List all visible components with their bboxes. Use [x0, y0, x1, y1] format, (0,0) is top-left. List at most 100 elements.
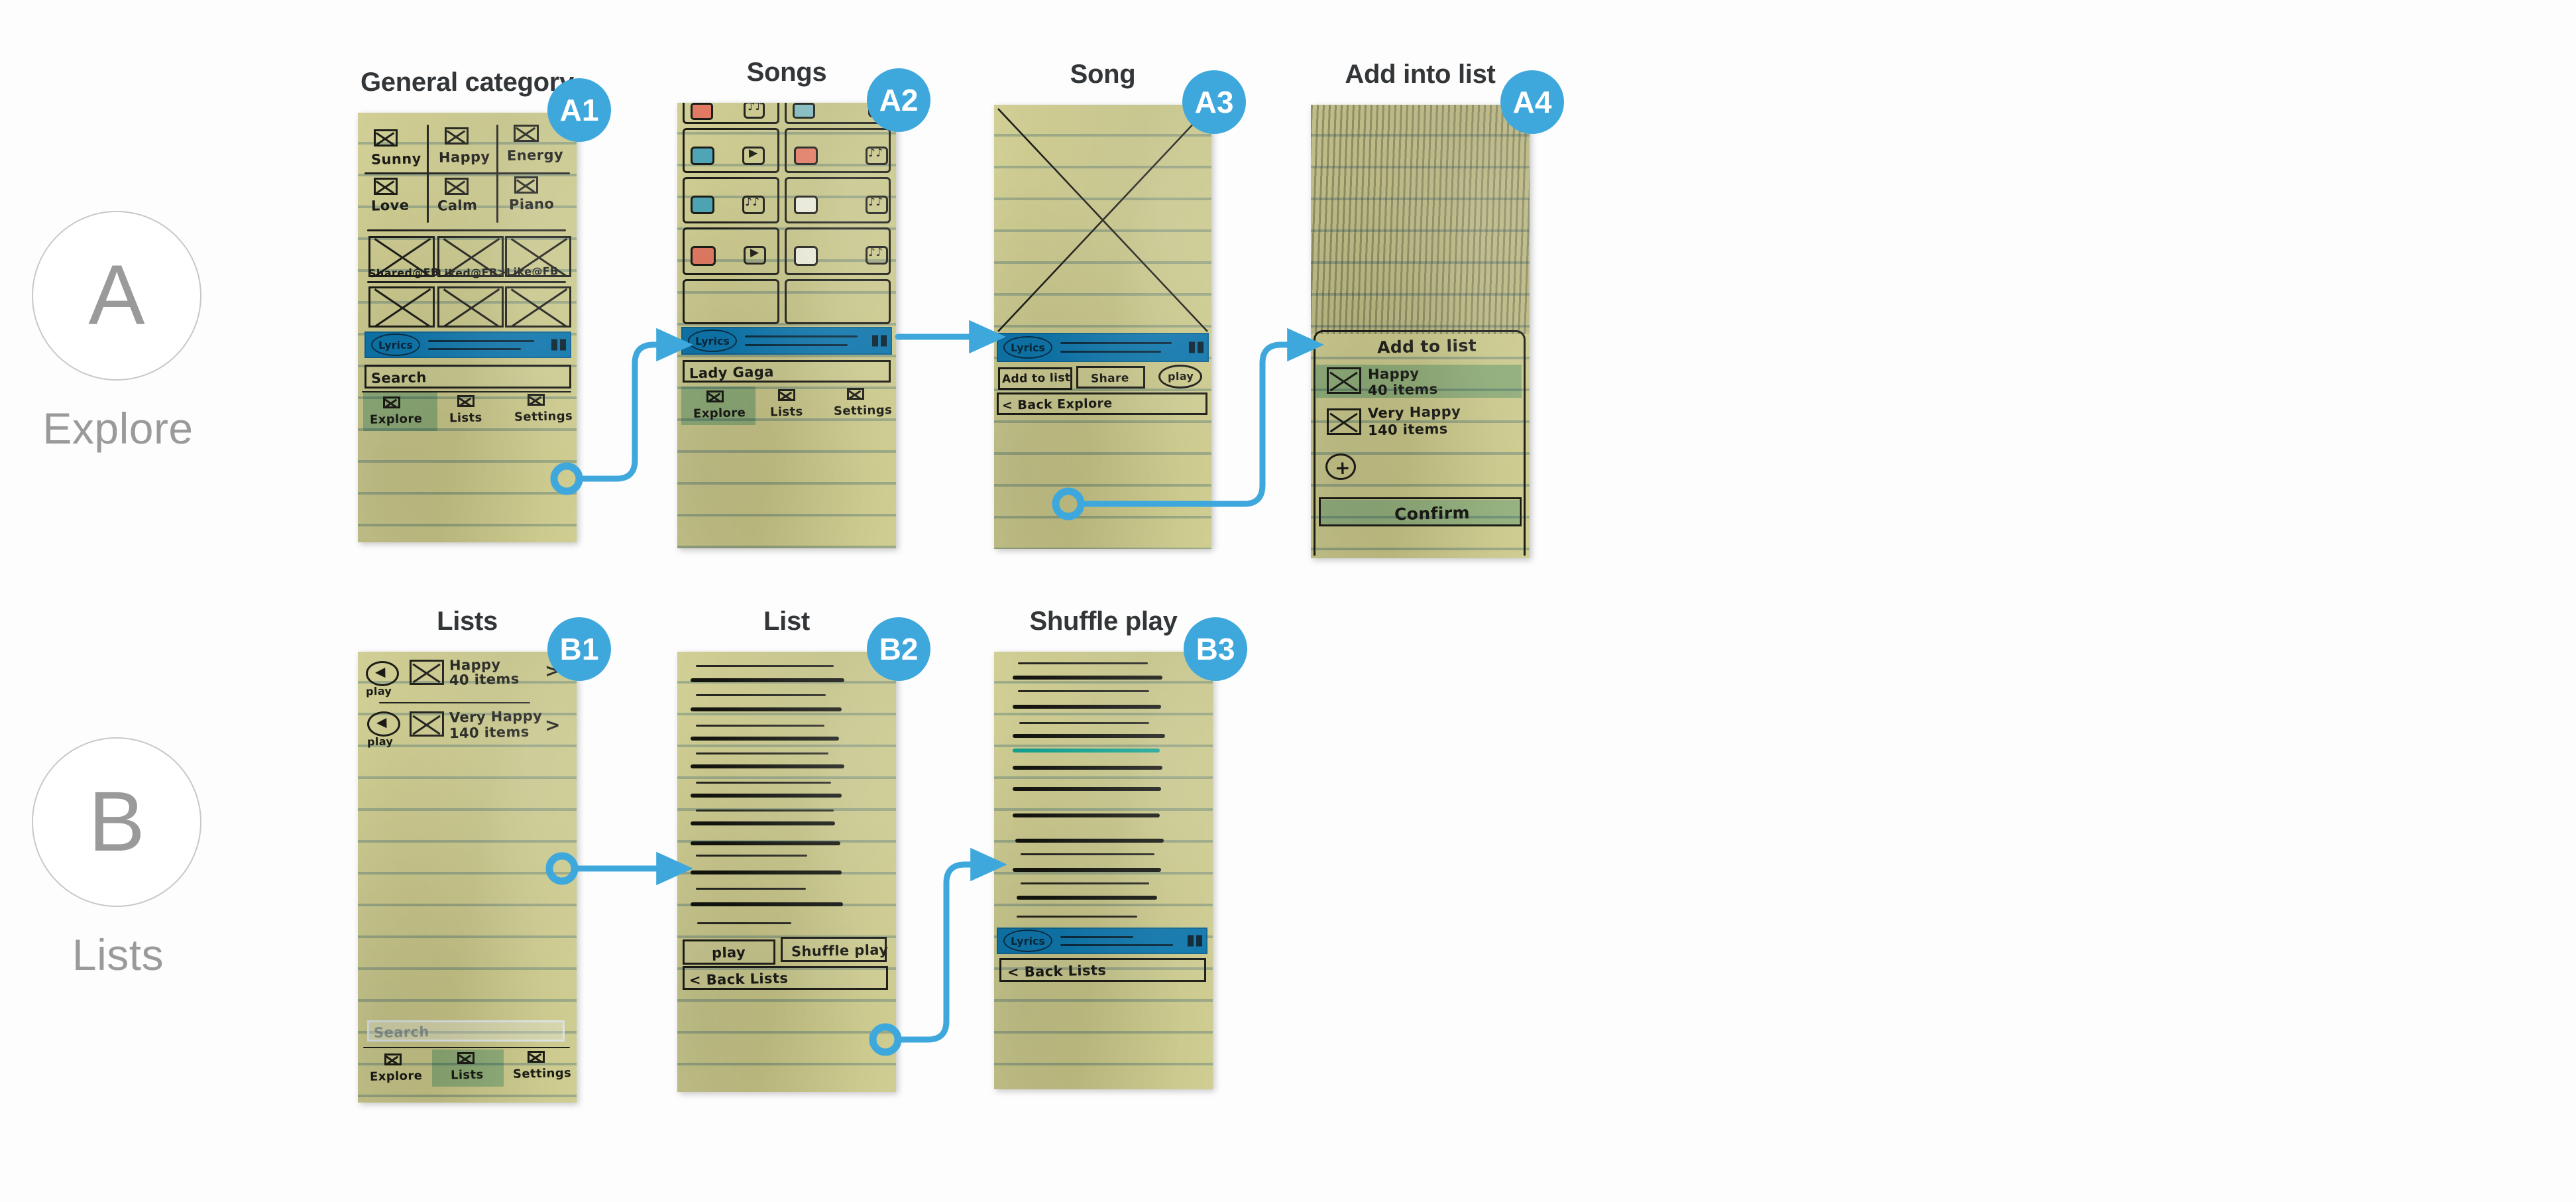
list-name-very-happy[interactable]: Very Happy — [449, 707, 543, 726]
chevron-right-icon-very-happy[interactable]: > — [544, 713, 561, 737]
song-row-10-sub[interactable] — [1017, 916, 1137, 918]
social-tile-shared-fb[interactable] — [368, 236, 435, 277]
song-row-9[interactable] — [1013, 868, 1161, 872]
song-row-1[interactable] — [691, 678, 844, 682]
nav-item-lists[interactable]: Lists — [750, 388, 823, 425]
song-row-6[interactable] — [1013, 787, 1161, 791]
song-row-1[interactable] — [1013, 676, 1162, 680]
song-card-1b[interactable] — [785, 128, 891, 173]
confirm-button[interactable] — [1319, 497, 1522, 526]
nav-item-explore[interactable]: Explore — [358, 1050, 431, 1087]
song-row-6-sub[interactable] — [696, 810, 834, 811]
lyrics-button[interactable]: Lyrics — [688, 330, 737, 352]
category-label-sunny[interactable]: Sunny — [370, 150, 421, 168]
lyrics-button[interactable]: Lyrics — [1003, 930, 1052, 952]
shuffle-play-button[interactable] — [781, 937, 887, 962]
now-playing-bar[interactable]: Lyrics — [364, 331, 571, 358]
social-tile-row2-3[interactable] — [505, 286, 571, 328]
list-option-happy-name[interactable]: Happy — [1367, 365, 1420, 383]
social-tile-like-fb[interactable] — [505, 236, 571, 277]
song-card-2a[interactable] — [683, 177, 779, 223]
song-row-2-sub[interactable] — [1018, 690, 1149, 692]
song-row-1-sub[interactable] — [1018, 662, 1148, 664]
nav-item-lists[interactable]: Lists — [431, 1050, 504, 1087]
category-label-energy[interactable]: Energy — [506, 147, 564, 164]
song-card-4b[interactable] — [785, 279, 891, 324]
now-playing-row-highlight[interactable] — [1013, 749, 1160, 752]
player-controls[interactable] — [551, 339, 566, 351]
song-row-9-sub[interactable] — [697, 922, 791, 924]
category-label-love[interactable]: Love — [370, 197, 410, 214]
lyrics-button[interactable]: Lyrics — [1003, 336, 1052, 359]
song-card-2b[interactable] — [785, 177, 891, 223]
song-row-3-sub[interactable] — [1019, 722, 1149, 724]
play-button-happy[interactable] — [366, 661, 399, 686]
song-row-3-sub[interactable] — [696, 725, 824, 727]
song-card-3b[interactable] — [785, 227, 891, 275]
song-card-1a[interactable] — [683, 128, 779, 173]
pause-icon[interactable] — [551, 339, 557, 351]
song-row-3[interactable] — [1013, 734, 1165, 738]
search-input[interactable] — [367, 1020, 565, 1042]
song-icon-3a[interactable] — [744, 246, 766, 265]
song-row-2[interactable] — [691, 707, 842, 711]
song-icon-1b[interactable] — [866, 147, 888, 165]
social-tile-row2-1[interactable] — [368, 286, 435, 328]
nav-item-settings[interactable]: Settings — [823, 388, 896, 425]
song-row-9-sub[interactable] — [1021, 882, 1149, 884]
player-controls[interactable] — [1189, 341, 1204, 353]
play-button-very-happy[interactable] — [367, 711, 400, 737]
player-controls[interactable] — [872, 335, 887, 347]
bottom-nav[interactable]: Explore Lists Settings — [677, 388, 896, 425]
search-input[interactable] — [364, 365, 571, 389]
song-row-1-sub[interactable] — [696, 665, 834, 667]
nav-item-explore[interactable]: Explore — [358, 394, 431, 431]
bottom-nav[interactable]: Explore Lists Settings — [358, 1050, 577, 1087]
song-icon-1a[interactable] — [742, 147, 765, 165]
next-icon[interactable] — [1196, 935, 1202, 947]
song-row-6[interactable] — [691, 821, 835, 825]
next-icon[interactable] — [560, 339, 566, 351]
song-row-10[interactable] — [1017, 896, 1157, 900]
song-icon-2b[interactable] — [866, 196, 888, 214]
player-controls[interactable] — [1188, 935, 1202, 947]
song-row-4[interactable] — [691, 764, 844, 768]
pause-icon[interactable] — [1188, 935, 1194, 947]
nav-item-explore[interactable]: Explore — [677, 388, 750, 425]
list-option-very-happy-name[interactable]: Very Happy — [1367, 403, 1461, 422]
category-label-calm[interactable]: Calm — [437, 197, 478, 214]
play-button[interactable] — [683, 939, 775, 965]
social-tile-row2-2[interactable] — [437, 286, 504, 328]
modal-scrim[interactable] — [1311, 105, 1530, 334]
song-row-3[interactable] — [691, 737, 839, 741]
song-row-8[interactable] — [1015, 839, 1164, 843]
song-row-8[interactable] — [691, 871, 842, 874]
song-card-0a[interactable] — [683, 103, 779, 124]
song-row-9[interactable] — [691, 902, 843, 906]
nav-item-settings[interactable]: Settings — [504, 1050, 577, 1087]
category-label-happy[interactable]: Happy — [438, 149, 490, 166]
song-icon-0a[interactable] — [744, 103, 765, 119]
song-row-7[interactable] — [691, 841, 840, 845]
song-row-2-sub[interactable] — [696, 694, 826, 696]
nav-item-settings[interactable]: Settings — [504, 394, 577, 431]
now-playing-bar[interactable]: Lyrics — [997, 333, 1209, 362]
song-row-5[interactable] — [691, 794, 842, 798]
add-to-list-button[interactable] — [998, 367, 1072, 390]
now-playing-bar[interactable]: Lyrics — [681, 327, 892, 355]
song-icon-3b[interactable] — [866, 246, 888, 265]
song-row-5[interactable] — [1013, 766, 1162, 770]
search-input[interactable] — [683, 360, 891, 383]
song-row-8-sub[interactable] — [1021, 853, 1154, 855]
song-row-4-sub[interactable] — [696, 752, 828, 754]
pause-icon[interactable] — [1189, 341, 1195, 353]
now-playing-bar[interactable]: Lyrics — [997, 928, 1207, 954]
song-row-7-sub[interactable] — [696, 855, 807, 857]
song-card-4a[interactable] — [683, 279, 779, 324]
next-icon[interactable] — [881, 335, 887, 347]
pause-icon[interactable] — [872, 335, 878, 347]
song-row-8-sub[interactable] — [696, 888, 806, 890]
bottom-nav[interactable]: Explore Lists Settings — [358, 394, 577, 431]
back-button[interactable] — [999, 958, 1206, 982]
song-row-2[interactable] — [1013, 705, 1161, 709]
